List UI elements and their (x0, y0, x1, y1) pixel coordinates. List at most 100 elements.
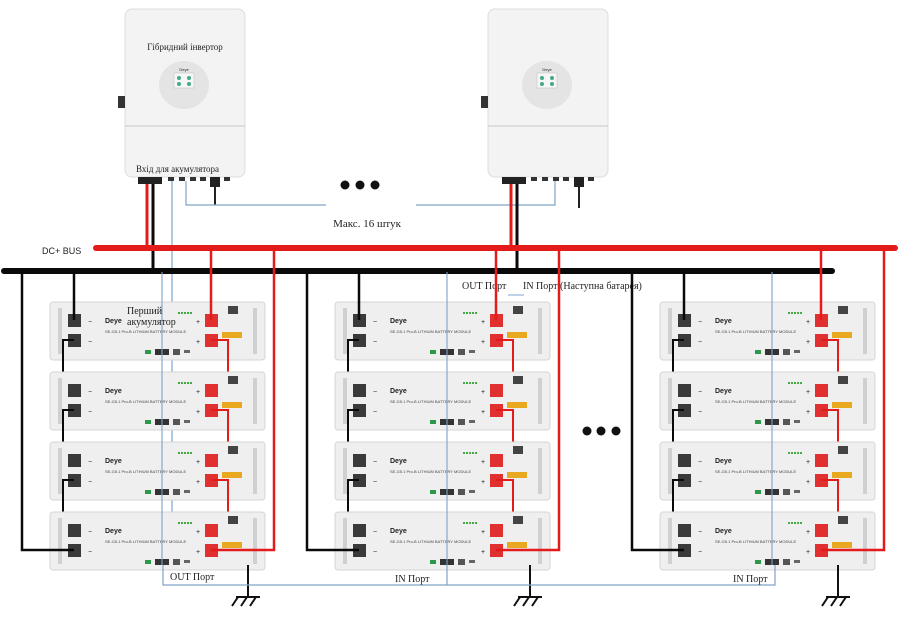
breaker (832, 332, 852, 338)
svg-text:−: − (373, 389, 377, 396)
module-model: SE-G5.1 Pro-B LITHIUM BATTERY MODULE (105, 469, 186, 474)
svg-text:−: − (88, 339, 92, 346)
battery-link-comm-line (162, 565, 448, 586)
negative-terminal (353, 334, 366, 347)
module-brand: Deye (105, 388, 122, 395)
negative-terminal (678, 524, 691, 537)
breaker (832, 472, 852, 478)
svg-text:+: + (196, 389, 200, 396)
svg-text:−: − (373, 529, 377, 536)
positive-terminal (205, 314, 218, 327)
negative-terminal (353, 524, 366, 537)
svg-text:+: + (481, 479, 485, 486)
inverter-1-brand: Deye (179, 67, 189, 72)
module-brand: Deye (390, 458, 407, 465)
svg-text:+: + (806, 339, 810, 346)
svg-text:+: + (481, 529, 485, 536)
svg-text:+: + (806, 459, 810, 466)
positive-terminal (815, 384, 828, 397)
module-brand: Deye (715, 388, 732, 395)
module-model: SE-G5.1 Pro-B LITHIUM BATTERY MODULE (390, 329, 471, 334)
svg-text:−: − (373, 339, 377, 346)
breaker (507, 332, 527, 338)
svg-text:+: + (806, 529, 810, 536)
in-port-label-group2: IN Порт (395, 574, 430, 585)
svg-text:−: − (373, 409, 377, 416)
positive-terminal (205, 384, 218, 397)
svg-text:−: − (698, 549, 702, 556)
inverter-parallel-comm-line (185, 181, 326, 206)
breaker (222, 402, 242, 408)
svg-text:−: − (698, 409, 702, 416)
negative-terminal (353, 404, 366, 417)
power-switch (513, 516, 523, 524)
module-brand: Deye (105, 528, 122, 535)
svg-text:−: − (373, 479, 377, 486)
module-brand: Deye (390, 388, 407, 395)
svg-text:+: + (196, 459, 200, 466)
module-brand: Deye (715, 458, 732, 465)
negative-terminal (68, 524, 81, 537)
breaker (832, 542, 852, 548)
max-units-label: Макс. 16 штук (333, 218, 401, 230)
svg-text:+: + (481, 339, 485, 346)
breaker (507, 542, 527, 548)
negative-terminal (68, 334, 81, 347)
module-model: SE-G5.1 Pro-B LITHIUM BATTERY MODULE (715, 399, 796, 404)
power-switch (838, 446, 848, 454)
svg-text:+: + (806, 549, 810, 556)
negative-terminal (68, 544, 81, 557)
negative-return (305, 271, 359, 552)
positive-terminal (490, 524, 503, 537)
in-port-label-group3: IN Порт (733, 574, 768, 585)
svg-text:−: − (88, 529, 92, 536)
svg-text:+: + (196, 549, 200, 556)
ellipsis-battery-groups (582, 426, 621, 436)
module-brand: Deye (105, 318, 122, 325)
power-switch (228, 376, 238, 384)
svg-text:−: − (88, 459, 92, 466)
svg-text:−: − (698, 459, 702, 466)
ground-icon (231, 565, 260, 607)
negative-terminal (353, 314, 366, 327)
out-port-label-bottom: OUT Порт (170, 572, 215, 583)
svg-text:+: + (196, 339, 200, 346)
negative-terminal (68, 404, 81, 417)
svg-text:−: − (698, 319, 702, 326)
svg-text:−: − (88, 319, 92, 326)
power-switch (228, 516, 238, 524)
inverter-title-label: Гібридний інвертор (147, 42, 223, 52)
power-switch (838, 376, 848, 384)
svg-text:−: − (698, 529, 702, 536)
ellipsis-inverters (340, 180, 380, 190)
negative-return (20, 271, 74, 552)
positive-terminal (205, 454, 218, 467)
module-model: SE-G5.1 Pro-B LITHIUM BATTERY MODULE (105, 399, 186, 404)
positive-return (496, 248, 561, 552)
svg-text:+: + (196, 479, 200, 486)
ground-icon (513, 565, 542, 607)
inverter-2-brand: Deye (542, 67, 552, 72)
svg-text:+: + (481, 549, 485, 556)
negative-terminal (678, 454, 691, 467)
svg-text:−: − (698, 479, 702, 486)
negative-terminal (678, 544, 691, 557)
negative-terminal (678, 474, 691, 487)
breaker (222, 542, 242, 548)
module-model: SE-G5.1 Pro-B LITHIUM BATTERY MODULE (105, 539, 186, 544)
svg-text:+: + (806, 389, 810, 396)
svg-text:−: − (88, 389, 92, 396)
positive-return (211, 248, 276, 552)
svg-text:−: − (698, 339, 702, 346)
